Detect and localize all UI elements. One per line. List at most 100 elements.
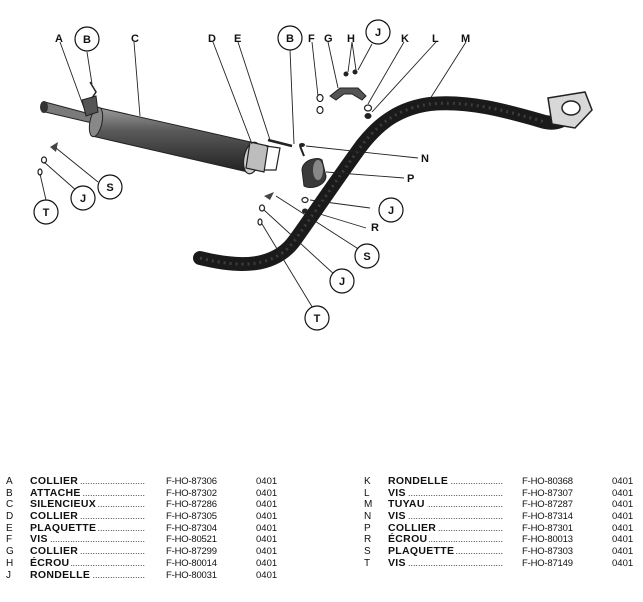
label-h: H — [347, 33, 355, 45]
part-ref: F-HO-87304 — [166, 522, 217, 534]
part-letter: K — [364, 476, 371, 487]
circled-label-j-2: J — [70, 185, 96, 211]
part-name: COLLIER — [388, 521, 439, 535]
collar-p — [301, 157, 327, 189]
part-ref: F-HO-87149 — [522, 557, 573, 569]
parts-row: B.......................................… — [6, 487, 306, 500]
part-code: 0401 — [612, 522, 634, 534]
parts-row: P.......................................… — [364, 521, 639, 535]
circled-label-t-2: T — [304, 305, 330, 331]
part-name: VIS — [388, 510, 408, 523]
part-code: 0401 — [256, 534, 278, 546]
part-ref: F-HO-80013 — [522, 534, 573, 546]
part-ref: F-HO-87305 — [166, 511, 217, 523]
part-code: 0401 — [256, 511, 278, 523]
label-a: A — [55, 33, 63, 45]
label-c: C — [131, 33, 139, 45]
parts-row: T.......................................… — [364, 556, 639, 570]
leader-dots: ........................................… — [388, 499, 504, 510]
circled-label-b-1: B — [74, 26, 100, 52]
part-letter: L — [364, 487, 370, 499]
part-name: RONDELLE — [388, 475, 451, 488]
leader-dots: ........................................… — [388, 522, 504, 533]
circled-label-j-1: J — [365, 19, 391, 45]
svg-text:J: J — [339, 276, 345, 288]
part-code: 0401 — [256, 546, 278, 558]
part-letter: T — [364, 557, 371, 569]
parts-row: N.......................................… — [364, 510, 639, 523]
svg-text:S: S — [106, 182, 113, 194]
leader-lines — [39, 41, 467, 311]
svg-text:T: T — [43, 207, 50, 219]
part-letter: J — [6, 569, 11, 581]
svg-text:J: J — [80, 193, 86, 205]
part-name: RONDELLE — [30, 568, 93, 582]
part-code: 0401 — [256, 476, 278, 487]
parts-row: F.......................................… — [6, 533, 306, 547]
leader-dots: ........................................… — [388, 511, 504, 522]
part-code: 0401 — [612, 487, 634, 499]
part-letter: E — [6, 522, 13, 534]
part-name: ÉCROU — [30, 556, 72, 570]
label-m: M — [461, 33, 470, 45]
part-ref: F-HO-87302 — [166, 487, 217, 499]
leader-dots: ........................................… — [30, 511, 146, 522]
parts-row: L.......................................… — [364, 487, 639, 500]
leader-dots: ........................................… — [30, 557, 146, 568]
part-ref: F-HO-87314 — [522, 511, 573, 523]
part-ref: F-HO-80368 — [522, 476, 573, 487]
label-e: E — [234, 33, 241, 45]
part-letter: H — [6, 557, 14, 569]
part-letter: D — [6, 511, 14, 523]
parts-list-right: K.......................................… — [364, 475, 639, 570]
leader-dots: ........................................… — [30, 476, 146, 486]
parts-row: S.......................................… — [364, 545, 639, 558]
label-p: P — [407, 173, 414, 185]
part-name: VIS — [388, 556, 408, 570]
part-ref: F-HO-80014 — [166, 557, 217, 569]
part-letter: R — [364, 534, 372, 546]
parts-row: R.......................................… — [364, 534, 639, 547]
exhaust-pipe — [193, 96, 579, 272]
svg-text:J: J — [388, 205, 394, 217]
parts-row: E.......................................… — [6, 522, 306, 535]
label-n: N — [421, 153, 429, 165]
part-letter: F — [6, 534, 13, 546]
label-k: K — [401, 33, 409, 45]
leader-dots: ........................................… — [30, 534, 146, 545]
part-name: COLLIER — [30, 545, 81, 558]
circled-label-j-4: J — [329, 268, 355, 294]
silencer-collar — [245, 141, 281, 173]
clamp-g — [329, 87, 367, 101]
part-name: PLAQUETTE — [388, 545, 457, 558]
plate-e — [267, 138, 293, 148]
part-ref: F-HO-87303 — [522, 546, 573, 558]
label-d: D — [208, 33, 216, 45]
part-letter: C — [6, 499, 14, 511]
part-ref: F-HO-87286 — [166, 499, 217, 511]
leader-dots: ........................................… — [388, 487, 504, 498]
leader-dots: ........................................… — [388, 534, 504, 545]
svg-text:B: B — [83, 34, 91, 46]
label-f: F — [308, 33, 315, 45]
svg-text:T: T — [314, 313, 321, 325]
pipe-flange — [547, 91, 593, 129]
parts-row: A.......................................… — [6, 475, 306, 488]
label-l: L — [432, 33, 439, 45]
part-name: COLLIER — [30, 510, 81, 523]
parts-row: G.......................................… — [6, 545, 306, 558]
part-name: VIS — [30, 533, 50, 547]
part-code: 0401 — [256, 557, 278, 569]
label-g: G — [324, 33, 333, 45]
part-ref: F-HO-87287 — [522, 499, 573, 511]
small-hardware — [37, 69, 373, 226]
part-ref: F-HO-87307 — [522, 487, 573, 499]
leader-dots: ........................................… — [30, 546, 146, 557]
leader-dots: ........................................… — [30, 487, 146, 498]
circled-label-b-2: B — [277, 25, 303, 51]
parts-row: K.......................................… — [364, 475, 639, 488]
part-letter: P — [364, 522, 371, 534]
part-ref: F-HO-80031 — [166, 569, 217, 581]
part-code: 0401 — [612, 557, 634, 569]
parts-row: J.......................................… — [6, 568, 306, 582]
